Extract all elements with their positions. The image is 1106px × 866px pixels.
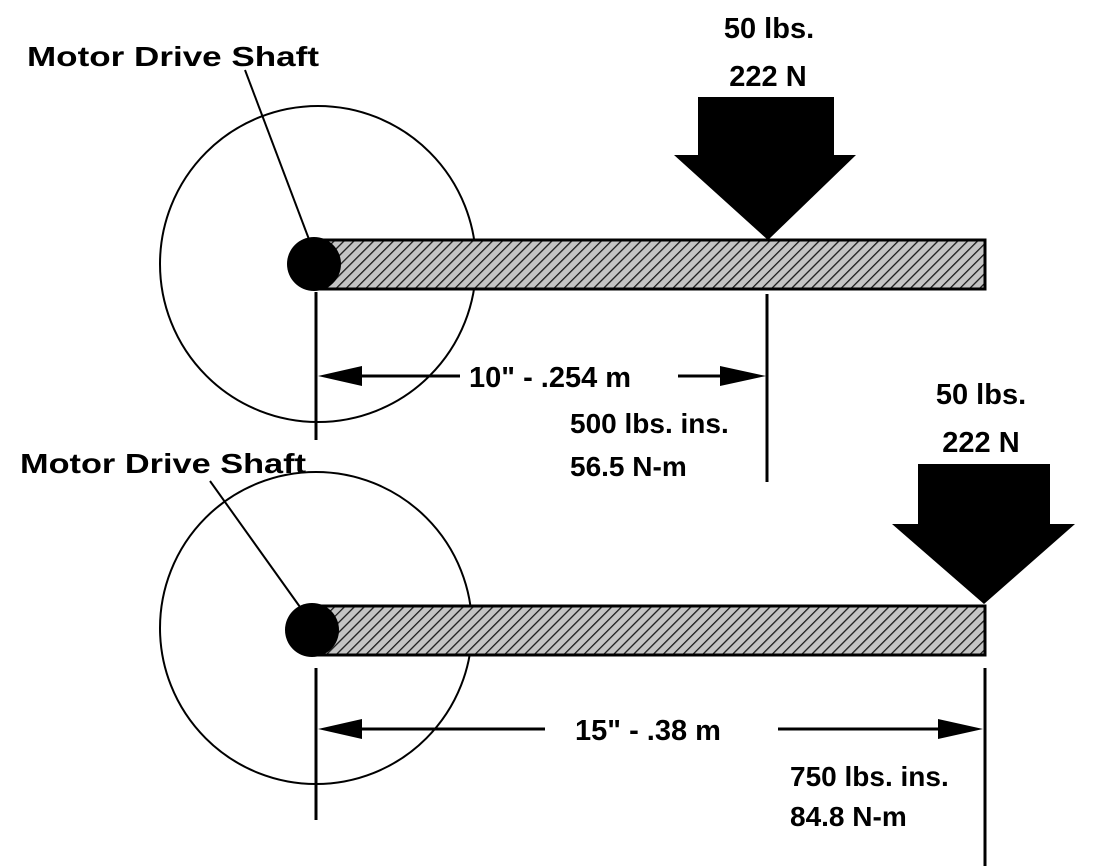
torque-label-newton-meters: 56.5 N-m [570,451,687,482]
force-arrow [892,464,1075,604]
shaft-label-leader [209,480,301,608]
dimension-arrowhead-left [318,366,362,386]
dimension-arrowhead-left [318,719,362,739]
force-label-lbs: 50 lbs. [724,13,814,45]
torque-label-lbs: 750 lbs. ins. [790,761,949,792]
lever-arm [314,238,987,291]
shaft-label: Motor Drive Shaft [27,41,319,72]
force-label-lbs: 50 lbs. [936,379,1026,411]
shaft-label: Motor Drive Shaft [20,448,306,479]
diagram-bottom: Motor Drive Shaft 50 lbs. 222 N 15" - .3… [20,379,1075,866]
drive-shaft-hub [285,603,339,657]
distance-label: 10" - .254 m [469,362,631,394]
dimension-arrowhead-right [720,366,766,386]
lever-arm [314,604,987,657]
torque-label-lbs: 500 lbs. ins. [570,408,729,439]
diagram-top: Motor Drive Shaft 50 lbs. 222 N 10" - .2… [27,13,987,482]
force-label-newtons: 222 N [729,61,806,93]
shaft-label-leader [244,69,311,243]
torque-label-newton-meters: 84.8 N-m [790,801,907,832]
distance-label: 15" - .38 m [575,715,721,747]
force-label-newtons: 222 N [942,427,1019,459]
force-arrow [674,97,856,240]
dimension-arrowhead-right [938,719,983,739]
drive-shaft-hub [287,237,341,291]
